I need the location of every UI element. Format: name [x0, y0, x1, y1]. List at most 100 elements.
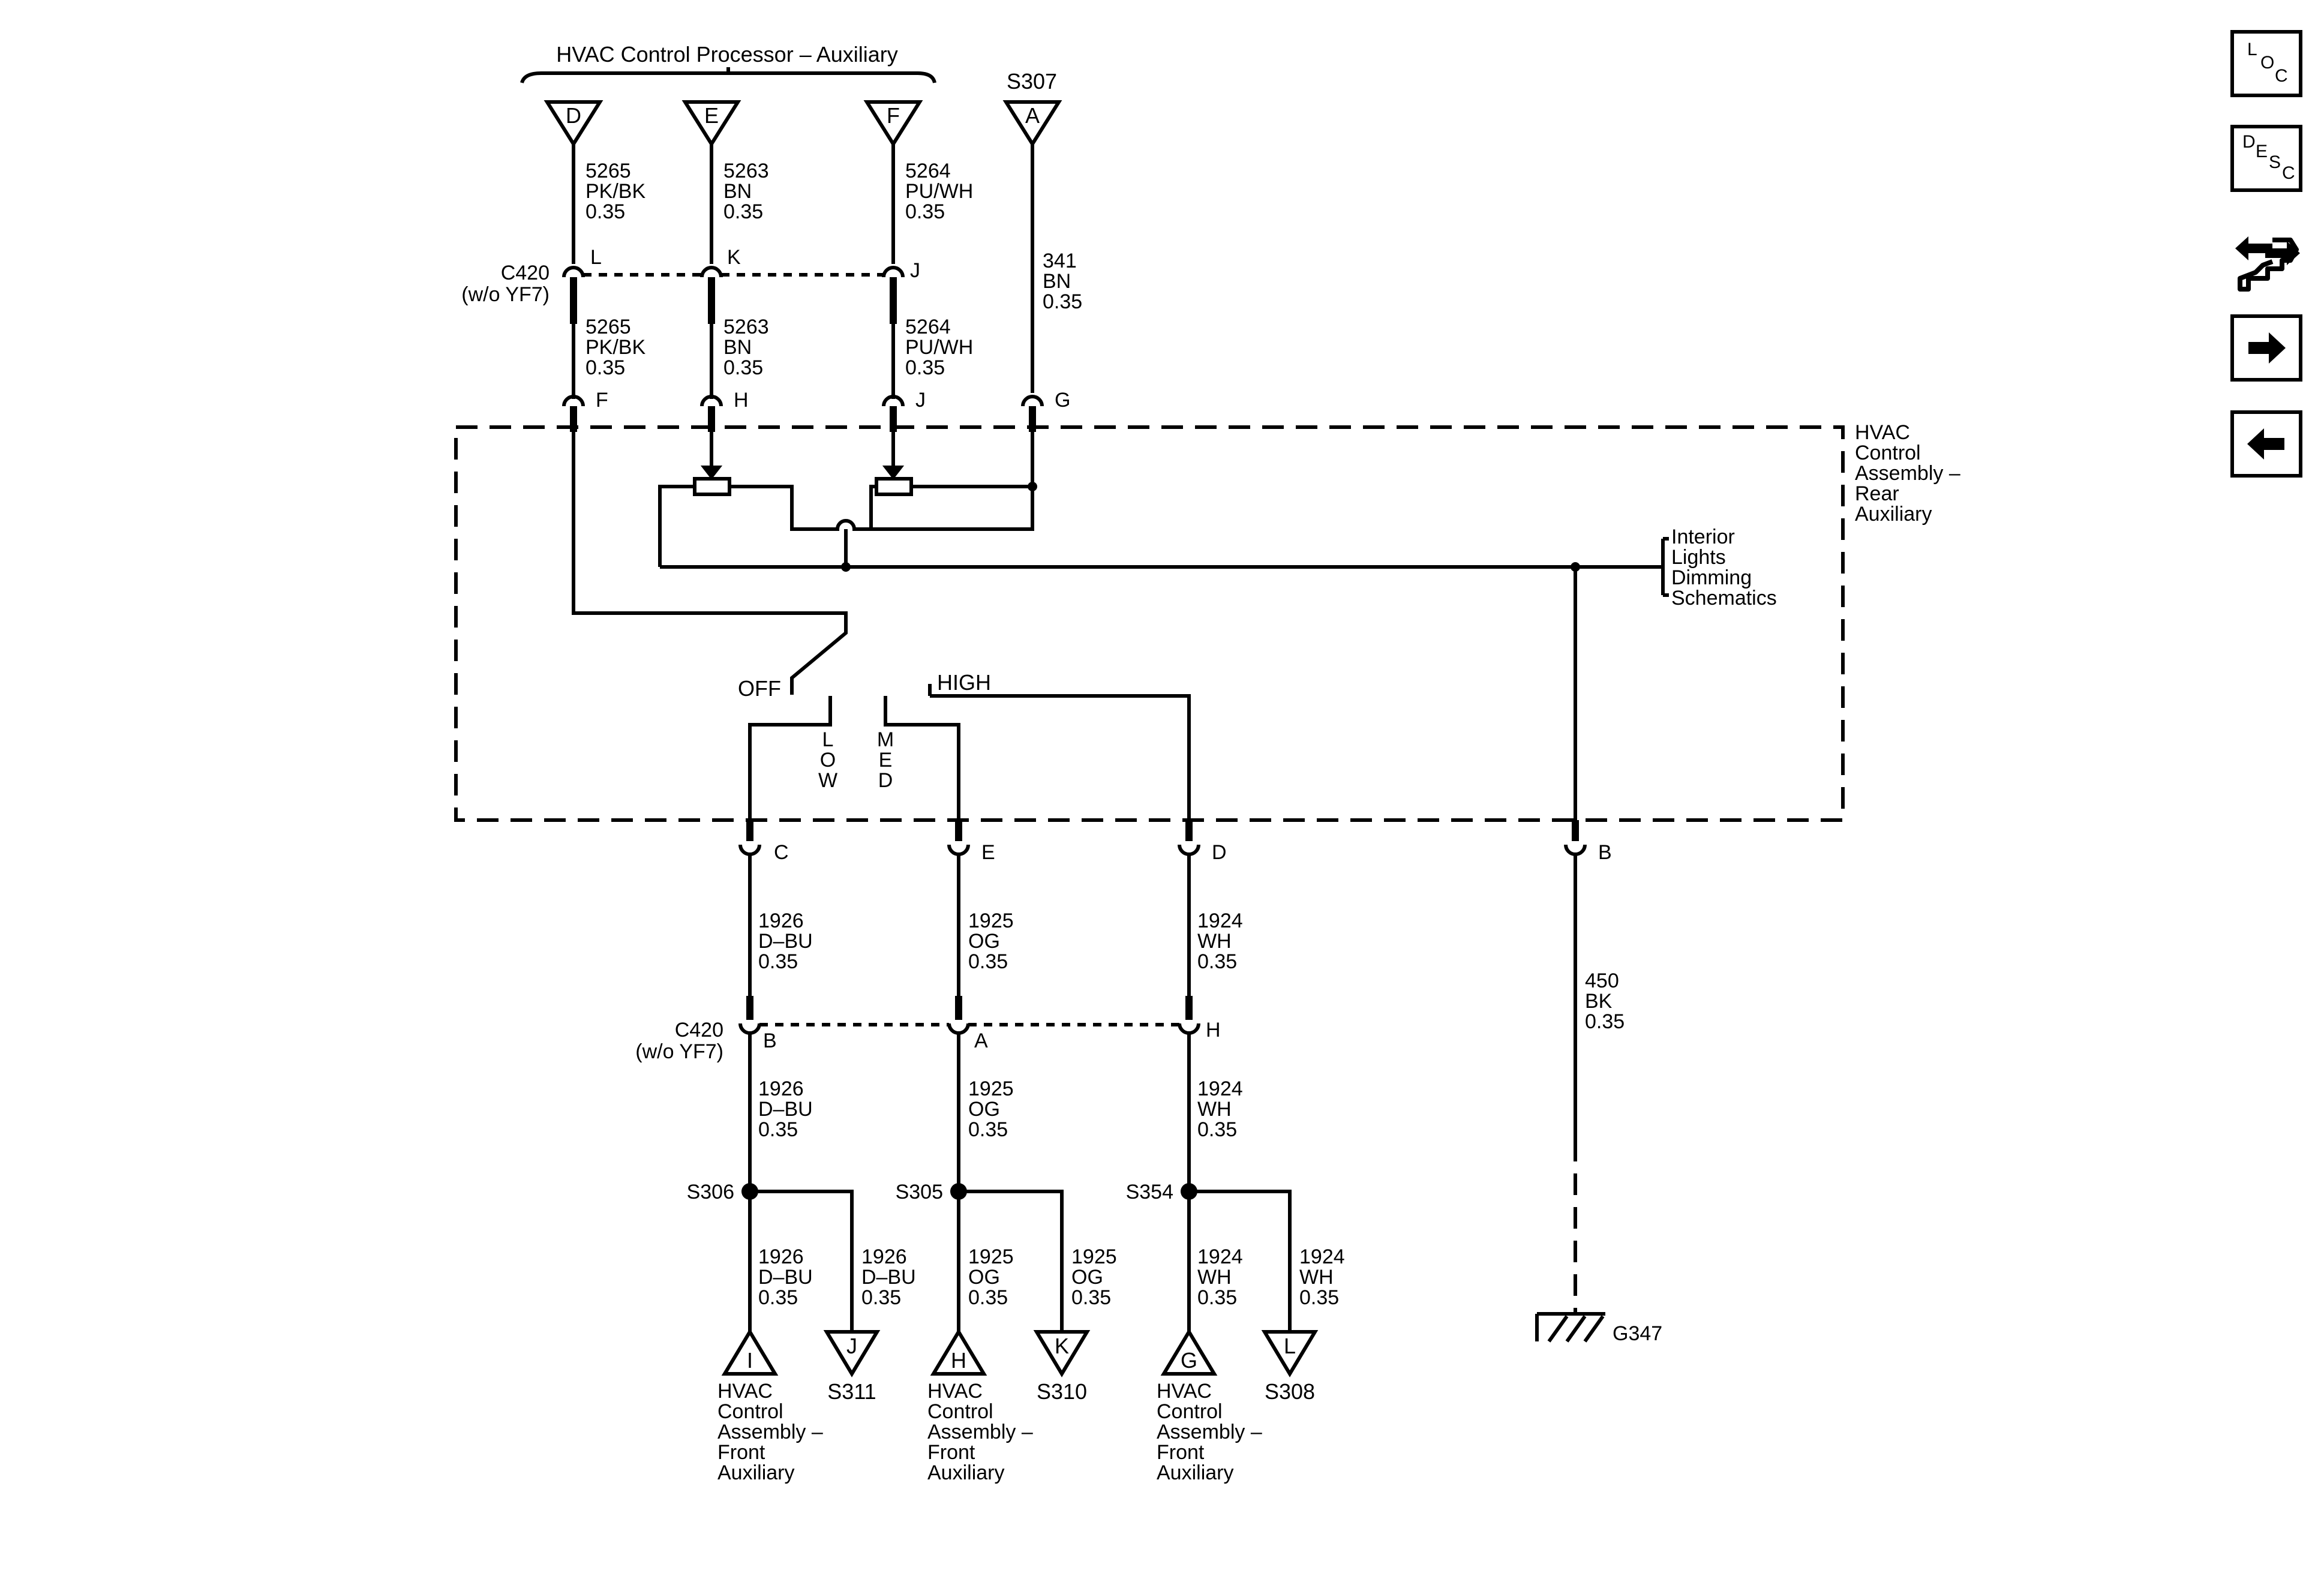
svg-text:0.35: 0.35: [861, 1286, 901, 1309]
rear-module-label: HVAC Control Assembly – Rear Auxiliary: [1855, 421, 1960, 526]
svg-text:0.35: 0.35: [723, 200, 763, 223]
terminal-l: L: [1261, 1330, 1319, 1377]
svg-text:L: L: [590, 246, 602, 269]
rear-control-module-outline: [454, 425, 1845, 822]
svg-text:0.35: 0.35: [1585, 1010, 1625, 1033]
svg-text:HVAC: HVAC: [1855, 421, 1910, 444]
svg-text:K: K: [727, 246, 741, 269]
svg-text:S306: S306: [687, 1181, 734, 1203]
svg-text:5264: 5264: [905, 160, 951, 182]
svg-text:1925: 1925: [968, 1245, 1014, 1268]
svg-text:0.35: 0.35: [1197, 1118, 1237, 1141]
svg-text:Assembly –: Assembly –: [927, 1421, 1033, 1443]
svg-text:Front: Front: [927, 1441, 975, 1464]
svg-text:0.35: 0.35: [968, 950, 1008, 973]
svg-text:D–BU: D–BU: [758, 930, 813, 953]
svg-text:J: J: [915, 389, 926, 412]
wire-label-1926-bottom: 1926 D–BU 0.35 1926 D–BU 0.35: [758, 1245, 916, 1309]
connector-c420-top: L K J C420 (w/o YF7): [461, 246, 920, 324]
svg-text:OG: OG: [1071, 1266, 1103, 1289]
svg-text:HVAC: HVAC: [927, 1380, 983, 1403]
svg-text:0.35: 0.35: [1071, 1286, 1111, 1309]
svg-text:0.35: 0.35: [758, 950, 798, 973]
svg-text:C: C: [774, 841, 789, 864]
svg-text:Front: Front: [717, 1441, 765, 1464]
svg-text:BK: BK: [1585, 990, 1613, 1013]
svg-text:5263: 5263: [723, 160, 769, 182]
resistor-1: [693, 477, 731, 496]
resistor-2: [875, 477, 913, 496]
front-module-label-1: HVAC Control Assembly – Front Auxiliary: [717, 1380, 823, 1484]
svg-text:5265: 5265: [585, 316, 631, 338]
next-page-button[interactable]: [2230, 314, 2302, 382]
svg-text:Control: Control: [1157, 1400, 1223, 1423]
wire-label-1926-upper: 1926 D–BU 0.35: [758, 909, 813, 973]
previous-page-button[interactable]: [2230, 410, 2302, 478]
svg-text:OG: OG: [968, 930, 1000, 953]
ref-s311: S311: [827, 1379, 876, 1404]
splice-s307-label: S307: [1007, 69, 1057, 94]
svg-text:0.35: 0.35: [585, 200, 625, 223]
svg-text:B: B: [1598, 841, 1612, 864]
svg-text:BN: BN: [723, 180, 752, 203]
wire-label-5264-mid: 5264 PU/WH 0.35: [905, 316, 973, 379]
svg-text:0.35: 0.35: [905, 200, 945, 223]
splice-s305: S305: [896, 1181, 1064, 1332]
wire-label-1925-bottom: 1925 OG 0.35 1925 OG 0.35: [968, 1245, 1117, 1309]
svg-text:0.35: 0.35: [723, 356, 763, 379]
splice-s354: S354: [1126, 1181, 1292, 1332]
svg-text:1925: 1925: [968, 909, 1014, 932]
svg-text:S354: S354: [1126, 1181, 1173, 1203]
wire-label-341: 341 BN 0.35: [1043, 250, 1082, 313]
wire-label-1925-upper: 1925 OG 0.35: [968, 909, 1014, 973]
svg-text:D: D: [566, 103, 581, 128]
next-arrow-icon: [2248, 332, 2286, 364]
svg-text:Control: Control: [717, 1400, 783, 1423]
svg-text:1924: 1924: [1197, 909, 1243, 932]
switch-med-contact: [884, 696, 960, 820]
wire-label-1924-mid: 1924 WH 0.35: [1197, 1077, 1243, 1141]
svg-text:OG: OG: [968, 1266, 1000, 1289]
svg-text:0.35: 0.35: [1197, 1286, 1237, 1309]
svg-text:Assembly –: Assembly –: [1157, 1421, 1262, 1443]
svg-text:J: J: [846, 1334, 857, 1358]
svg-text:PU/WH: PU/WH: [905, 336, 973, 359]
desc-button[interactable]: D E S C: [2230, 125, 2302, 192]
svg-text:1925: 1925: [968, 1077, 1014, 1100]
svg-text:1926: 1926: [861, 1245, 907, 1268]
svg-text:1926: 1926: [758, 909, 804, 932]
svg-text:PK/BK: PK/BK: [585, 180, 645, 203]
svg-text:0.35: 0.35: [905, 356, 945, 379]
svg-text:K: K: [1055, 1334, 1069, 1358]
svg-text:Lights: Lights: [1671, 546, 1726, 569]
svg-text:Auxiliary: Auxiliary: [927, 1461, 1004, 1484]
svg-text:WH: WH: [1197, 930, 1232, 953]
terminal-g: G: [1160, 1328, 1218, 1376]
connector-info-button[interactable]: [2230, 223, 2305, 298]
svg-text:0.35: 0.35: [585, 356, 625, 379]
svg-text:OG: OG: [968, 1098, 1000, 1121]
switch-off-label: OFF: [738, 676, 781, 701]
svg-text:BN: BN: [723, 336, 752, 359]
wire-label-5263-top: 5263 BN 0.35: [723, 160, 769, 223]
connector-c420-bottom: B A H C420 (w/o YF7): [635, 996, 1221, 1063]
svg-text:D: D: [878, 769, 893, 792]
ref-s310: S310: [1037, 1379, 1087, 1404]
svg-text:Assembly –: Assembly –: [1855, 462, 1960, 485]
svg-text:F: F: [596, 389, 608, 412]
svg-text:5264: 5264: [905, 316, 951, 338]
svg-text:H: H: [951, 1348, 966, 1373]
front-module-label-3: HVAC Control Assembly – Front Auxiliary: [1157, 1380, 1262, 1484]
svg-text:0.35: 0.35: [1299, 1286, 1339, 1309]
svg-text:L: L: [1284, 1334, 1296, 1358]
svg-text:BN: BN: [1043, 270, 1071, 293]
svg-text:A: A: [1025, 103, 1040, 128]
wire-label-1924-upper: 1924 WH 0.35: [1197, 909, 1243, 973]
svg-text:S305: S305: [896, 1181, 943, 1203]
svg-text:J: J: [910, 259, 920, 282]
svg-text:1924: 1924: [1197, 1245, 1243, 1268]
loc-button[interactable]: L O C: [2230, 30, 2302, 97]
svg-text:0.35: 0.35: [758, 1286, 798, 1309]
svg-text:0.35: 0.35: [968, 1286, 1008, 1309]
svg-text:WH: WH: [1197, 1266, 1232, 1289]
